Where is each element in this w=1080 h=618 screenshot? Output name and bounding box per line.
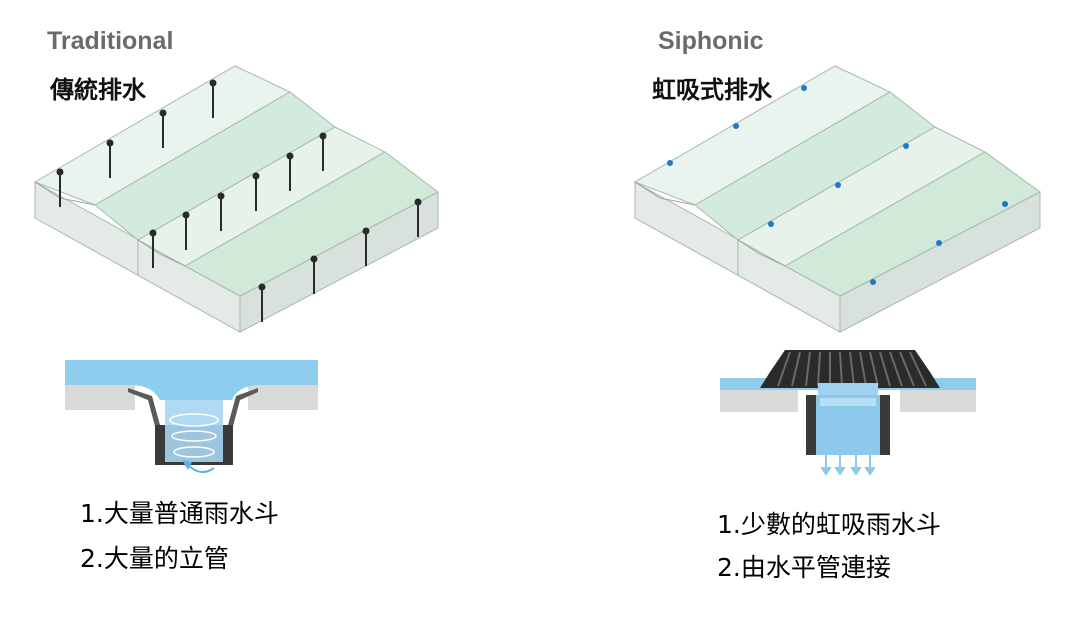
siphonic-roof-illustration xyxy=(633,65,1041,333)
siphonic-feature-1: 1.少數的虹吸雨水斗 xyxy=(717,510,941,539)
siphonic-feature-2: 2.由水平管連接 xyxy=(717,553,891,582)
traditional-feature-2: 2.大量的立管 xyxy=(80,544,229,573)
traditional-title: Traditional xyxy=(47,27,174,55)
traditional-downpipes xyxy=(56,79,422,322)
traditional-feature-1: 1.大量普通雨水斗 xyxy=(80,499,279,528)
siphonic-title: Siphonic xyxy=(658,27,764,55)
siphonic-subtitle: 虹吸式排水 xyxy=(652,76,772,104)
traditional-roof-illustration xyxy=(33,65,439,333)
traditional-subtitle: 傳統排水 xyxy=(50,76,146,104)
siphonic-outlet-section xyxy=(720,350,976,476)
siphonic-outlets xyxy=(667,85,1008,285)
traditional-outlet-section xyxy=(65,360,318,473)
